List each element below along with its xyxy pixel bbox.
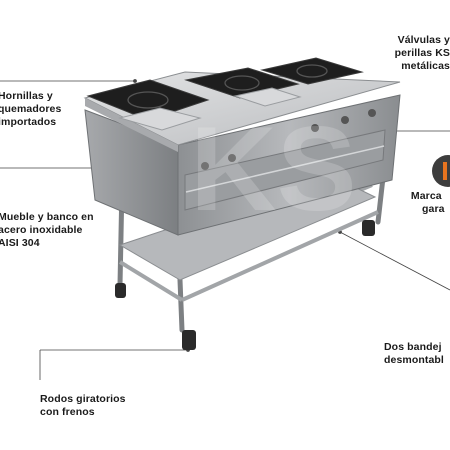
callout-frame: Mueble y banco en acero inoxidable AISI … — [0, 211, 94, 249]
callout-warranty: Marca gara — [410, 190, 445, 215]
valve-knobs — [201, 109, 376, 170]
callout-valves: Válvulas y perillas KS metálicas — [394, 34, 450, 72]
callout-burners: Hornillas y quemadores importados — [0, 90, 62, 128]
callout-trays: Dos bandej desmontabl — [384, 341, 444, 366]
callout-casters: Rodos giratorios con frenos — [40, 393, 126, 418]
burners — [86, 57, 364, 121]
caster-wheels — [115, 220, 375, 350]
brand-logo-icon — [432, 155, 450, 187]
svg-text:KS: KS — [190, 102, 357, 236]
